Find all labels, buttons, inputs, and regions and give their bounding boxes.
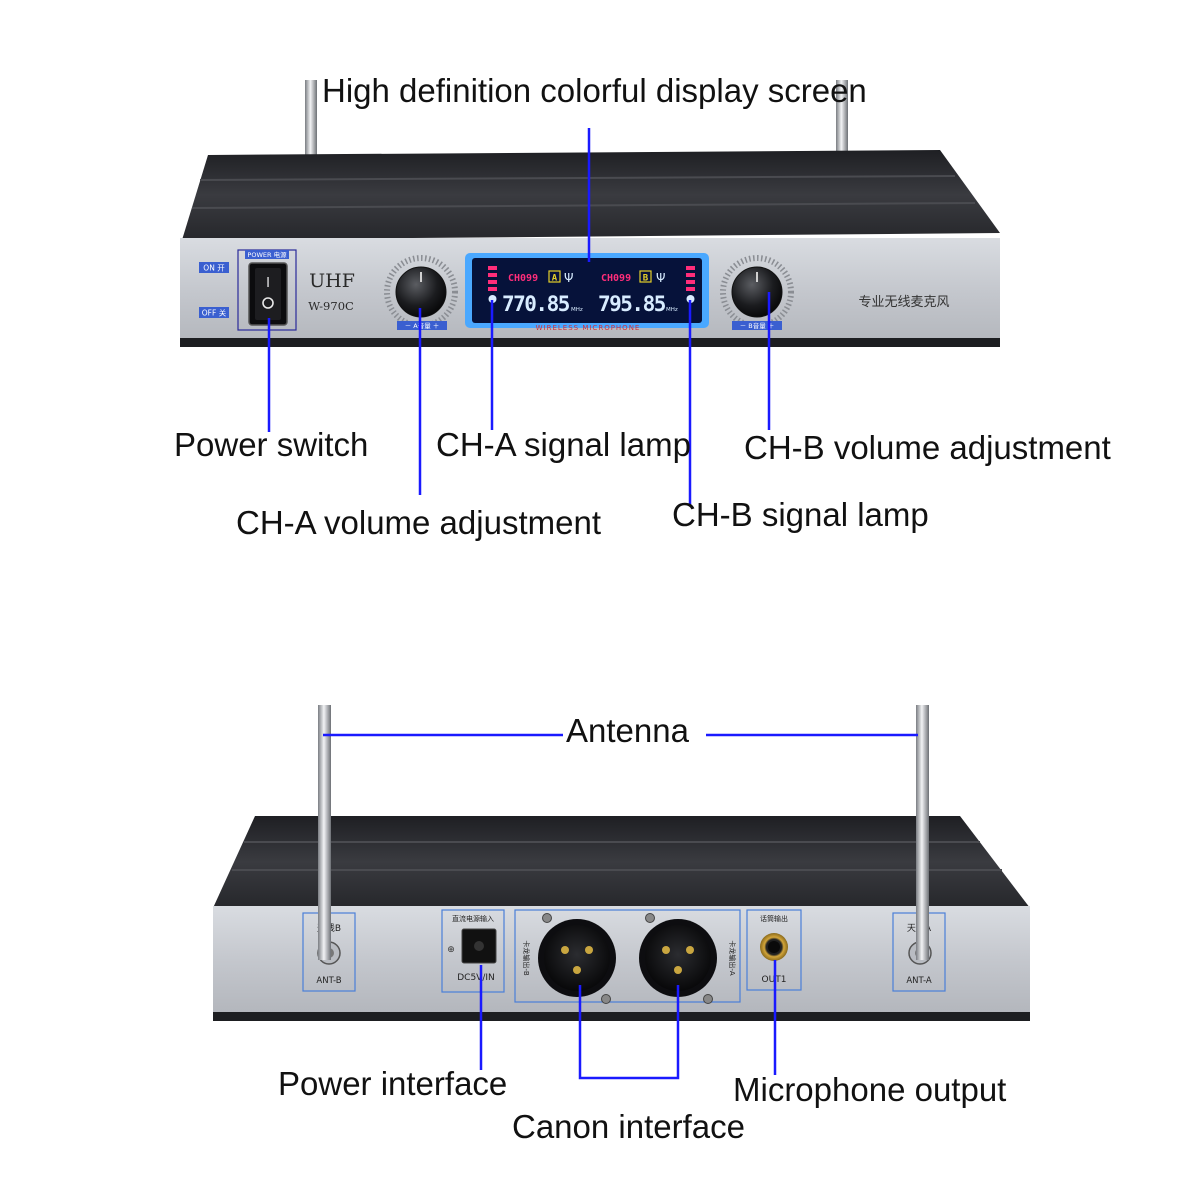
ch-b-frequency: 795.85 bbox=[598, 292, 666, 316]
callout-power-switch: Power switch bbox=[174, 426, 369, 463]
back-view: 天线B ANT-B 直流电源输入 ⊕ DC5V/IN 卡龙输出-B bbox=[213, 705, 1030, 1021]
power-on-label: ON 开 bbox=[203, 264, 225, 273]
callout-display-screen: High definition colorful display screen bbox=[322, 72, 867, 109]
ch-a-unit: MHz bbox=[571, 307, 583, 313]
canon-b-label: 卡龙输出-B bbox=[522, 940, 531, 976]
ch-a-antenna-icon: Ψ bbox=[564, 271, 573, 285]
canon-a-label: 卡龙输出-A bbox=[728, 940, 737, 976]
dc-polarity-icon: ⊕ bbox=[447, 945, 455, 955]
callout-canon-interface: Canon interface bbox=[512, 1108, 745, 1145]
ch-a-letter: A bbox=[552, 274, 558, 284]
callout-ch-b-volume: CH-B volume adjustment bbox=[744, 429, 1111, 466]
model-label: W-970C bbox=[308, 299, 354, 313]
display-footer: WIRELESS MICROPHONE bbox=[536, 324, 641, 332]
ch-b-channel: CH099 bbox=[601, 273, 631, 284]
callout-power-interface: Power interface bbox=[278, 1065, 508, 1102]
canon-connector-a[interactable] bbox=[639, 919, 717, 997]
dc-input-caption: 直流电源输入 bbox=[452, 914, 494, 923]
mic-output-jack[interactable] bbox=[760, 933, 788, 961]
front-case-top bbox=[182, 150, 1000, 240]
ch-a-signal-lamp bbox=[488, 266, 497, 303]
ant-b-bottom-label: ANT-B bbox=[316, 976, 341, 986]
callout-microphone-output: Microphone output bbox=[733, 1071, 1007, 1108]
power-off-label: OFF 关 bbox=[202, 308, 227, 318]
mic-output-caption: 话筒输出 bbox=[760, 914, 788, 923]
back-case-top bbox=[213, 816, 1030, 908]
ant-a-bottom-label: ANT-A bbox=[906, 976, 931, 986]
front-view: POWER 电源 I ON 开 OFF 关 UHF W-970C － A音量 ＋ bbox=[180, 80, 1000, 347]
ch-b-knob-caption: － B音量 ＋ bbox=[740, 321, 775, 330]
callout-ch-b-signal-lamp: CH-B signal lamp bbox=[672, 496, 929, 533]
callout-antenna: Antenna bbox=[566, 712, 689, 749]
ch-b-signal-lamp bbox=[686, 266, 695, 303]
display-screen: CH099 A Ψ 770.85 MHz CH099 B Ψ 795.85 MH… bbox=[465, 253, 709, 328]
ch-a-knob-caption: － A音量 ＋ bbox=[405, 321, 440, 330]
ch-b-unit: MHz bbox=[666, 307, 678, 313]
svg-text:I: I bbox=[266, 276, 270, 291]
front-leader-lines bbox=[267, 128, 771, 505]
dc-input-label: DC5V/IN bbox=[457, 973, 495, 983]
back-panel bbox=[213, 906, 1030, 1014]
back-antenna-right bbox=[916, 705, 929, 960]
brand-label: UHF bbox=[309, 270, 355, 292]
ch-b-letter: B bbox=[643, 274, 649, 284]
chinese-product-name: 专业无线麦克风 bbox=[858, 295, 949, 310]
ch-a-frequency: 770.85 bbox=[502, 292, 570, 316]
ch-b-antenna-icon: Ψ bbox=[656, 271, 665, 285]
power-switch-caption: POWER 电源 bbox=[247, 250, 287, 259]
callout-ch-a-volume: CH-A volume adjustment bbox=[236, 504, 601, 541]
callout-ch-a-signal-lamp: CH-A signal lamp bbox=[436, 426, 691, 463]
ch-a-channel: CH099 bbox=[508, 273, 538, 284]
canon-connector-b[interactable] bbox=[538, 919, 616, 997]
back-leader-lines bbox=[323, 733, 918, 1080]
back-antenna-left bbox=[318, 705, 331, 960]
